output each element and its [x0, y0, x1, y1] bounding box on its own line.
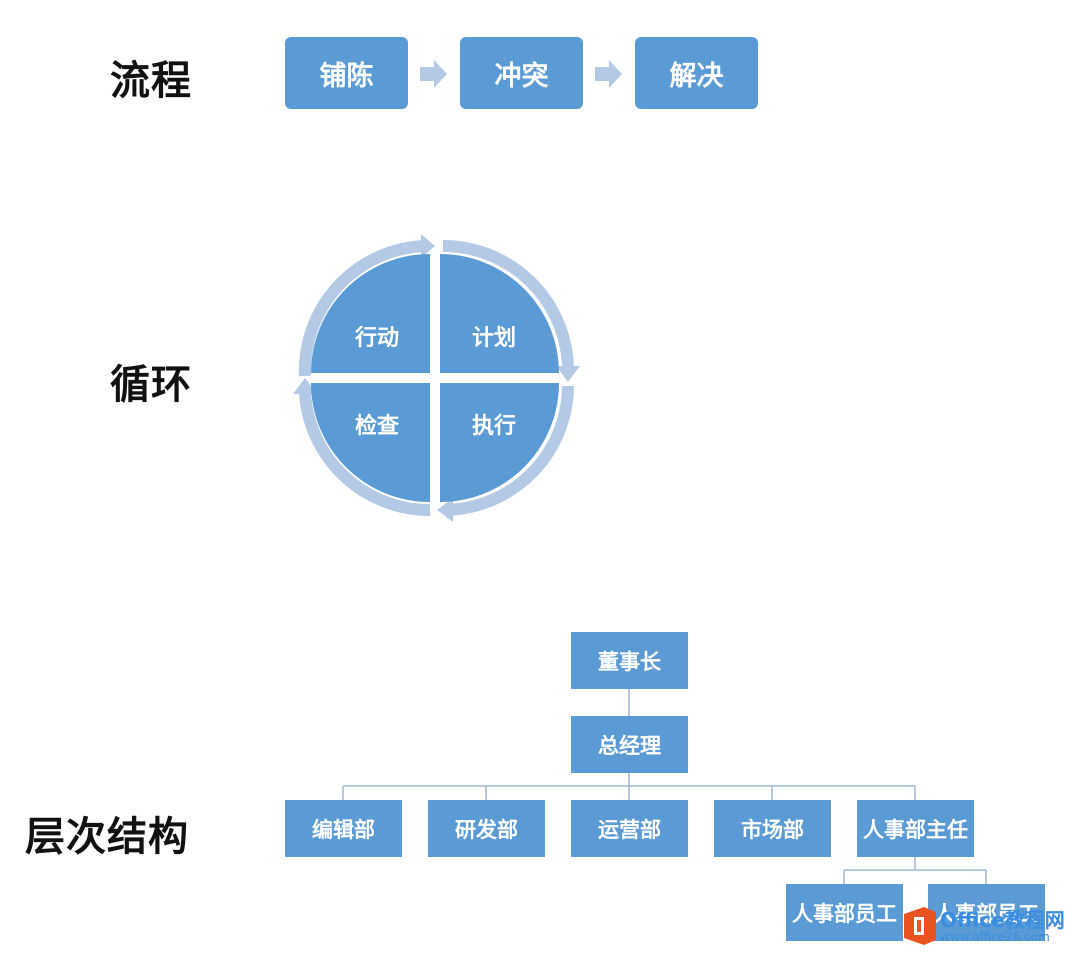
office-logo-icon — [904, 907, 936, 945]
cycle-arrowhead-4-icon — [293, 378, 317, 394]
section-label-process: 流程 — [110, 58, 192, 104]
org-dept-operations: 运营部 — [571, 800, 688, 857]
cycle-arc-bottom-left — [299, 392, 431, 517]
section-label-cycle: 循环 — [110, 362, 192, 408]
watermark-url: www.office26.com — [940, 930, 1050, 944]
cycle-item-plan: 计划 — [471, 326, 516, 351]
process-arrow-2-icon — [595, 60, 622, 88]
cycle-arc-top-left — [298, 240, 426, 377]
cycle-arc-top-right — [442, 240, 574, 369]
org-hr-staff-1: 人事部员工 — [786, 884, 903, 941]
cycle-diagram — [293, 234, 580, 522]
org-dept-hr-head: 人事部主任 — [857, 800, 974, 857]
org-dept-marketing: 市场部 — [714, 800, 831, 857]
cycle-quadrant-top-left — [311, 254, 430, 373]
cycle-item-check: 检查 — [354, 414, 399, 439]
cycle-arrowhead-2-icon — [556, 366, 580, 382]
process-step-1: 铺陈 — [285, 37, 408, 109]
org-hr-staff-2: 人事部员工 — [928, 884, 1045, 941]
org-dept-editorial: 编辑部 — [285, 800, 402, 857]
process-arrow-1-icon — [420, 60, 447, 88]
cycle-arc-bottom-right — [446, 385, 574, 516]
process-step-3: 解决 — [635, 37, 758, 109]
cycle-quadrant-top-right — [440, 254, 559, 373]
cycle-item-execute: 执行 — [471, 414, 516, 439]
cycle-arrowhead-3-icon — [437, 498, 453, 522]
section-label-hierarchy: 层次结构 — [25, 814, 189, 860]
watermark-title: Office教程网 — [940, 908, 1065, 932]
cycle-quadrant-bottom-left — [311, 383, 430, 502]
org-chairman: 董事长 — [571, 632, 688, 689]
cycle-arrowhead-1-icon — [421, 234, 435, 258]
org-general-manager: 总经理 — [571, 716, 688, 773]
watermark: Office教程网 www.office26.com — [900, 898, 1065, 955]
cycle-item-action: 行动 — [354, 326, 399, 351]
cycle-quadrant-bottom-right — [440, 383, 559, 502]
org-dept-rnd: 研发部 — [428, 800, 545, 857]
process-step-2: 冲突 — [460, 37, 583, 109]
